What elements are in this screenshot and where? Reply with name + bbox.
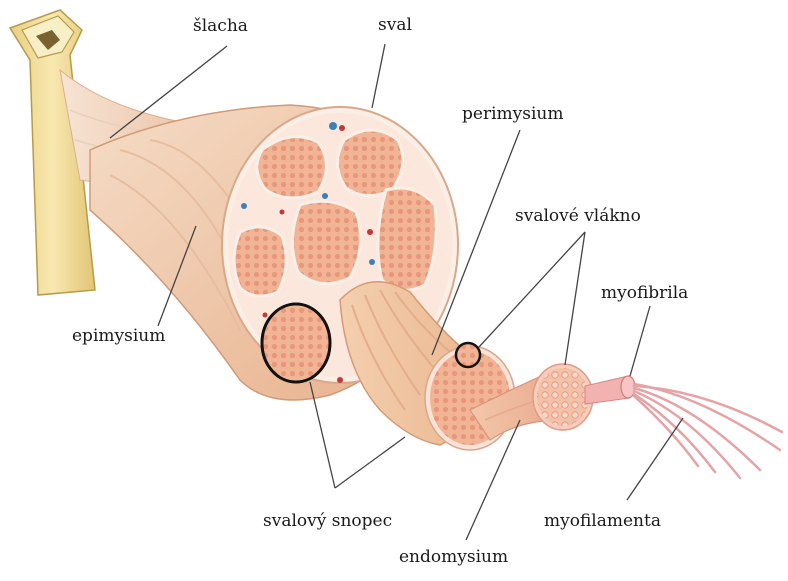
label-slacha: šlacha	[193, 16, 248, 36]
leader-svalove-vlakno-1	[479, 232, 585, 347]
myofibril	[585, 376, 635, 404]
label-myofibrila: myofibrila	[601, 283, 688, 303]
label-perimysium: perimysium	[462, 104, 563, 124]
highlighted-fascicle	[262, 304, 330, 382]
label-svalove-vlakno: svalové vlákno	[515, 206, 641, 226]
leader-snopec-1	[310, 382, 335, 488]
leader-snopec-2	[335, 437, 405, 488]
myofilaments	[634, 384, 782, 478]
label-endomysium: endomysium	[399, 547, 508, 567]
label-sval: sval	[378, 15, 412, 35]
label-myofilamenta: myofilamenta	[544, 511, 661, 531]
leader-myofibrila	[630, 306, 650, 376]
leader-svalove-vlakno-2	[565, 232, 585, 365]
leader-sval	[372, 44, 385, 108]
label-epimysium: epimysium	[72, 326, 165, 346]
label-svalovy-snopec: svalový snopec	[263, 511, 392, 531]
leader-myofilamenta	[627, 418, 683, 500]
